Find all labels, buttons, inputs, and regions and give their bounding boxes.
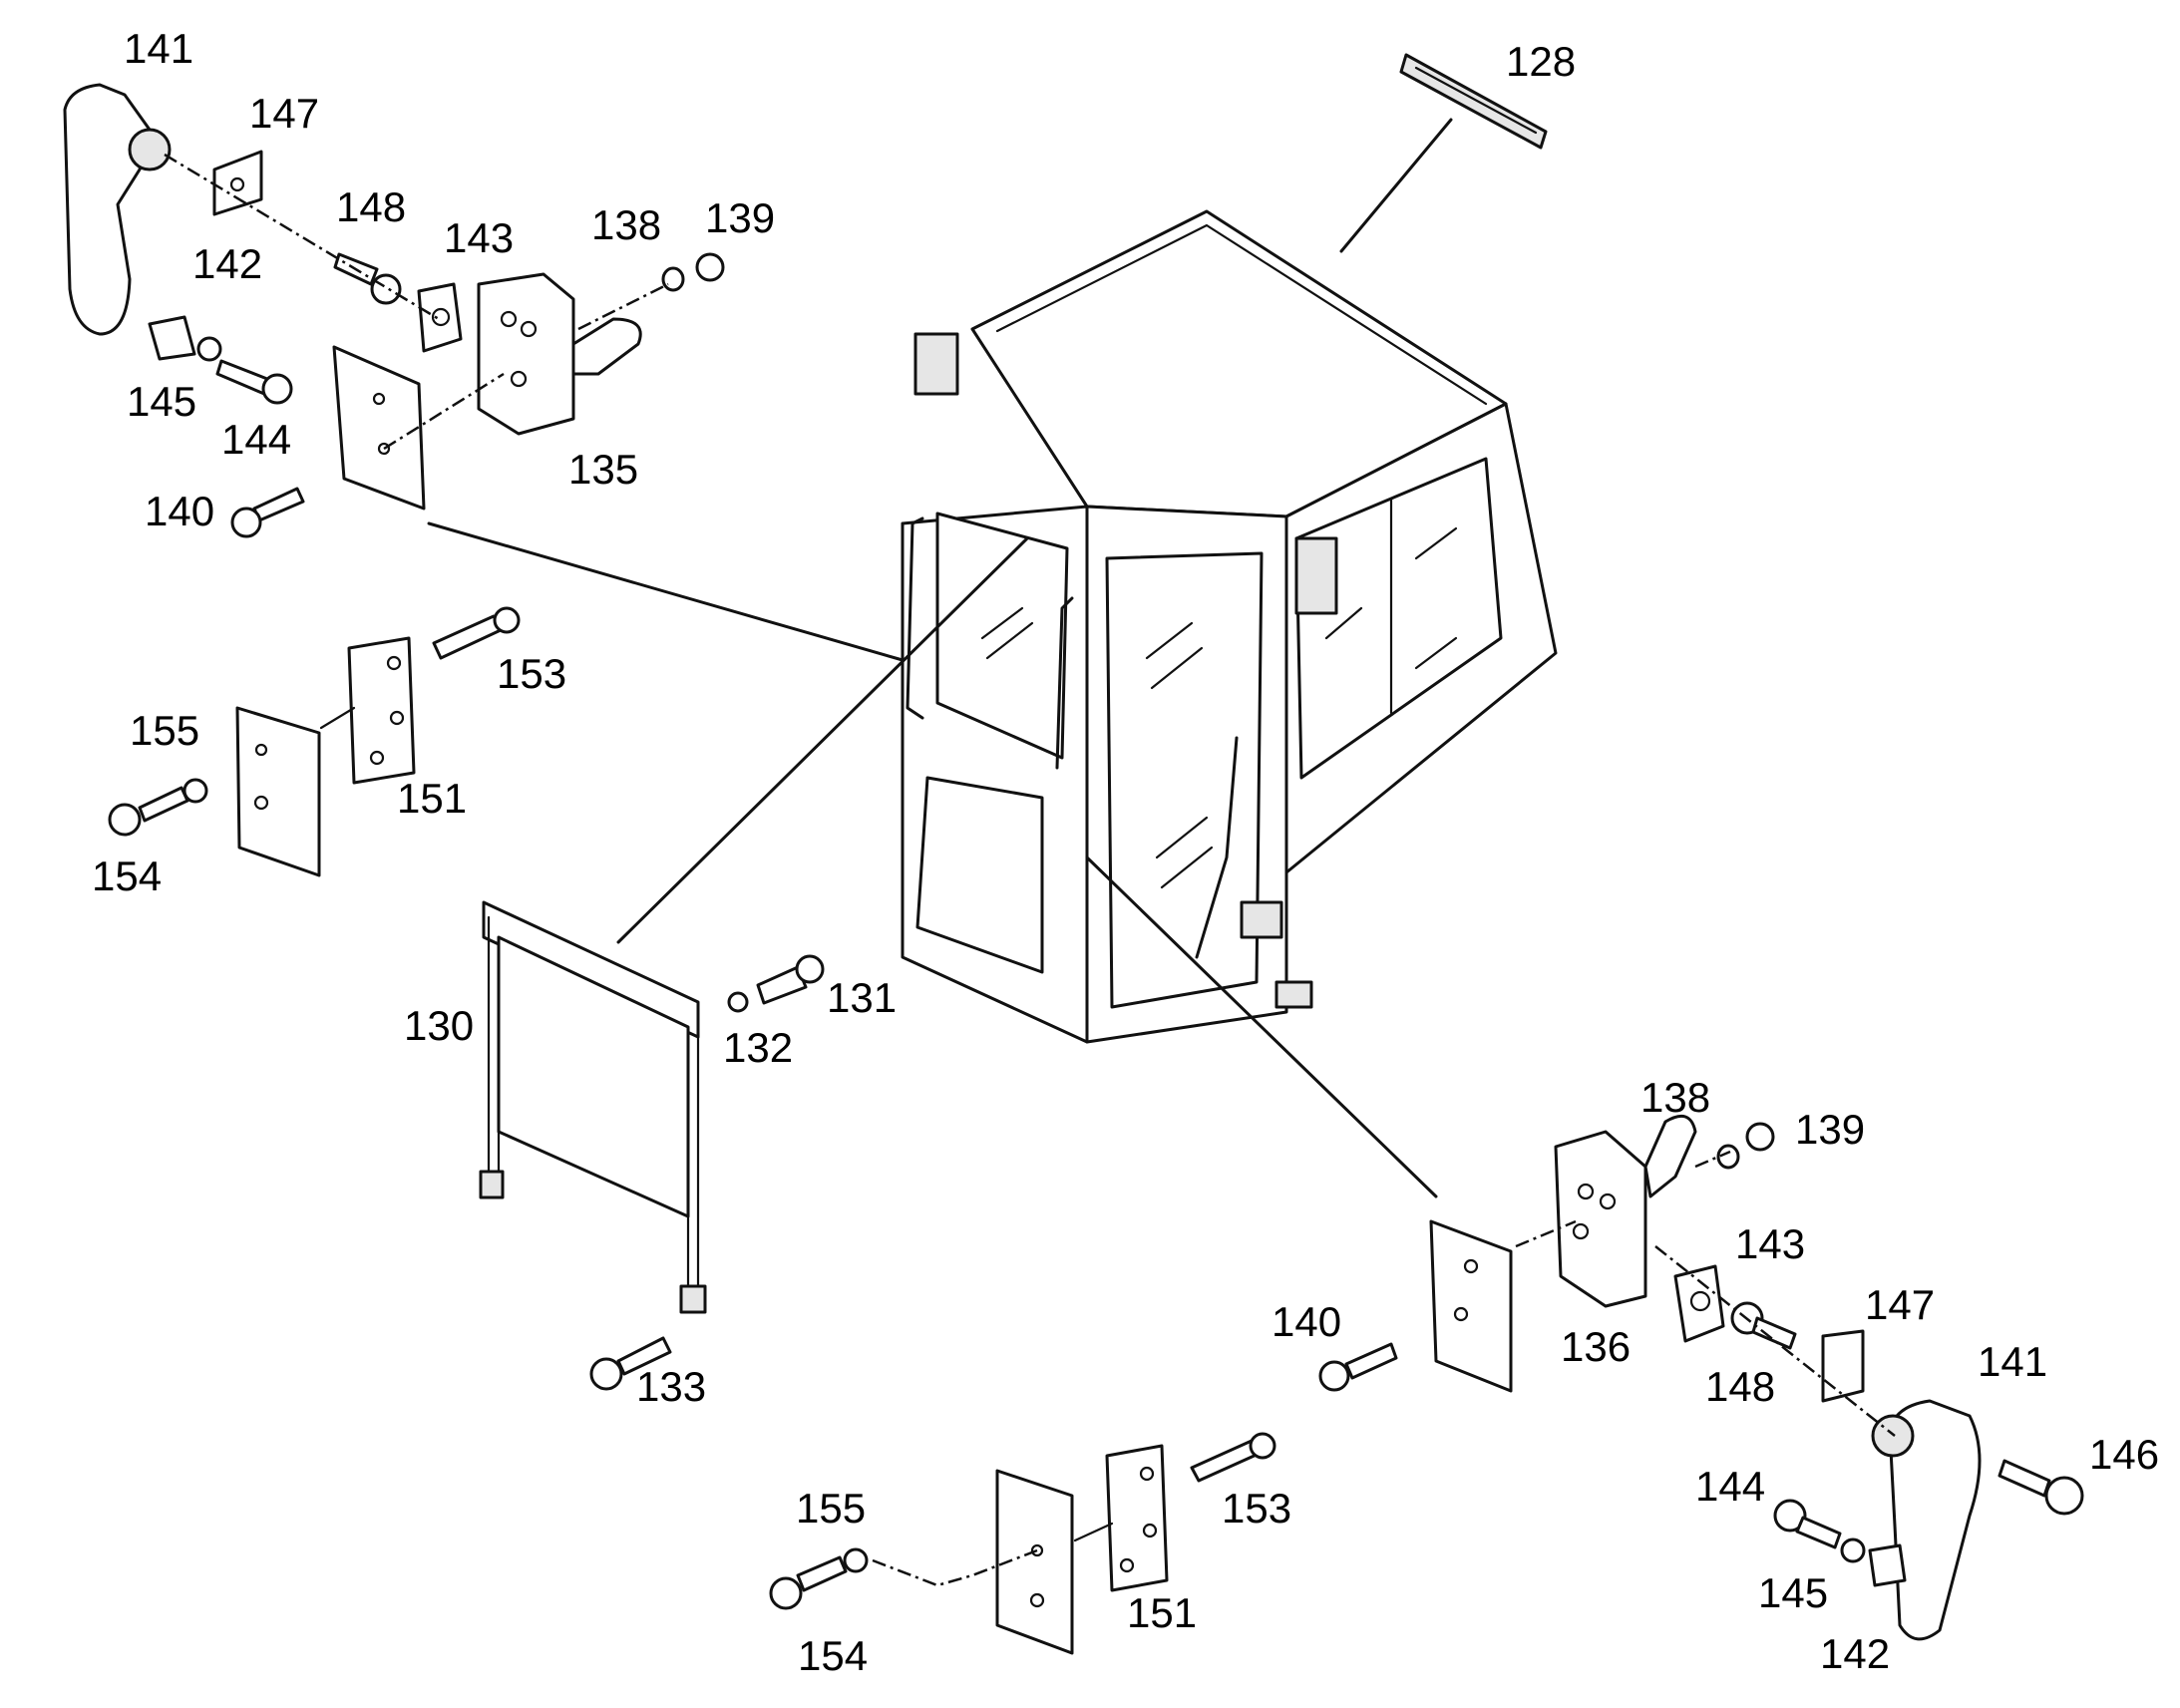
label-133: 133: [636, 1363, 706, 1410]
part-147-clip: [212, 150, 263, 216]
part-136-latch: [1554, 1114, 1697, 1308]
part-139-nut: [695, 252, 725, 282]
label-131: 131: [827, 974, 897, 1021]
leader-lower-lock: [1085, 855, 1438, 1198]
part-144-bolt: [215, 359, 293, 405]
part-138-washer: [661, 266, 685, 292]
part-142-plate: [148, 315, 196, 361]
label-147: 147: [249, 90, 319, 137]
leader-upper-lock: [427, 521, 905, 662]
cab-side-window: [1294, 457, 1503, 780]
part-143-spacer: [417, 282, 463, 353]
lower-right-lock-group: [1085, 855, 2084, 1641]
part-151-block: [347, 636, 416, 785]
upper-left-lock-group: [63, 83, 905, 662]
part-147-clip-lower: [1821, 1329, 1865, 1403]
part-146-key: [1998, 1459, 2084, 1516]
label-148: 148: [336, 183, 406, 230]
part-139-nut-lower: [1745, 1122, 1775, 1152]
part-143-spacer-lower: [1673, 1264, 1725, 1343]
label-141: 141: [124, 25, 193, 72]
cab-side-mirror: [1294, 536, 1338, 615]
cab-beacon: [913, 332, 959, 396]
cab-assembly: [901, 209, 1558, 1044]
part-148-bolt-lower: [1730, 1301, 1797, 1350]
part-140-plate-lower: [1429, 1219, 1513, 1393]
roller-blind-group: [479, 536, 1029, 1391]
label-153-lower: 153: [1222, 1485, 1291, 1532]
label-142: 142: [192, 240, 262, 287]
label-140-lower: 140: [1272, 1298, 1341, 1345]
part-142-plate-lower: [1868, 1543, 1907, 1587]
cab-front-window: [935, 512, 1069, 760]
label-145: 145: [127, 378, 196, 425]
part-140-screw: [230, 487, 305, 538]
part-154-bolt: [108, 786, 189, 837]
part-153-bolt-lower: [1190, 1432, 1276, 1483]
left-striker-group: [108, 606, 521, 877]
part-133-bolt: [589, 1336, 672, 1391]
label-154-lower: 154: [798, 1632, 868, 1679]
label-147-lower: 147: [1865, 1281, 1935, 1328]
part-140-screw-lower: [1318, 1342, 1398, 1392]
label-146: 146: [2089, 1431, 2159, 1478]
label-153: 153: [497, 650, 566, 697]
part-140-plate: [332, 345, 426, 511]
label-135: 135: [568, 446, 638, 493]
label-151-lower: 151: [1127, 1589, 1197, 1636]
part-141-handle: [63, 83, 152, 336]
part-155-plate-lower: [995, 1469, 1074, 1655]
label-132: 132: [723, 1024, 793, 1071]
lower-striker-group: [769, 1432, 1276, 1655]
label-154: 154: [92, 853, 162, 899]
label-148-lower: 148: [1705, 1363, 1775, 1410]
label-144-lower: 144: [1695, 1463, 1765, 1510]
part-131-bolt: [756, 954, 825, 1005]
part-141-handle-lower: [1888, 1399, 1982, 1641]
label-145-lower: 145: [1758, 1569, 1828, 1616]
label-139: 139: [705, 194, 775, 241]
part-154-bolt-lower: [769, 1555, 848, 1610]
label-142-lower: 142: [1820, 1630, 1890, 1677]
cab-door-glass: [1105, 551, 1264, 1009]
part-155-washer-lower: [843, 1547, 869, 1573]
label-155-lower: 155: [796, 1485, 866, 1532]
part-138-washer-lower: [1716, 1144, 1740, 1170]
part-145-washer-lower: [1840, 1537, 1866, 1563]
part-145-washer: [196, 336, 222, 362]
cab-front-lower-panel: [915, 776, 1044, 974]
part-128-wiper-blade: [1339, 53, 1548, 253]
part-151-block-lower: [1105, 1444, 1169, 1592]
label-130: 130: [404, 1002, 474, 1049]
cab-step-bracket: [1240, 900, 1283, 939]
part-135-latch: [477, 272, 642, 436]
handle-lock-cylinder: [128, 128, 172, 171]
label-141-lower: 141: [1978, 1338, 2047, 1385]
label-151: 151: [397, 775, 467, 822]
part-number-labels: 128 141 147 148 143 138 139 142 145 144 …: [92, 25, 2159, 1679]
part-155-plate: [235, 706, 321, 877]
part-153-bolt: [432, 606, 521, 660]
part-132-washer: [727, 991, 749, 1013]
label-143: 143: [444, 214, 514, 261]
label-144: 144: [221, 416, 291, 463]
label-128: 128: [1506, 38, 1576, 85]
label-138: 138: [591, 201, 661, 248]
label-155: 155: [130, 707, 199, 754]
label-138-lower: 138: [1640, 1074, 1710, 1121]
label-136: 136: [1561, 1323, 1631, 1370]
leader-blind: [616, 536, 1029, 944]
part-144-bolt-lower: [1773, 1499, 1842, 1549]
leader-128: [1339, 118, 1453, 253]
label-139-lower: 139: [1795, 1106, 1865, 1153]
label-143-lower: 143: [1735, 1220, 1805, 1267]
label-140: 140: [145, 488, 214, 534]
